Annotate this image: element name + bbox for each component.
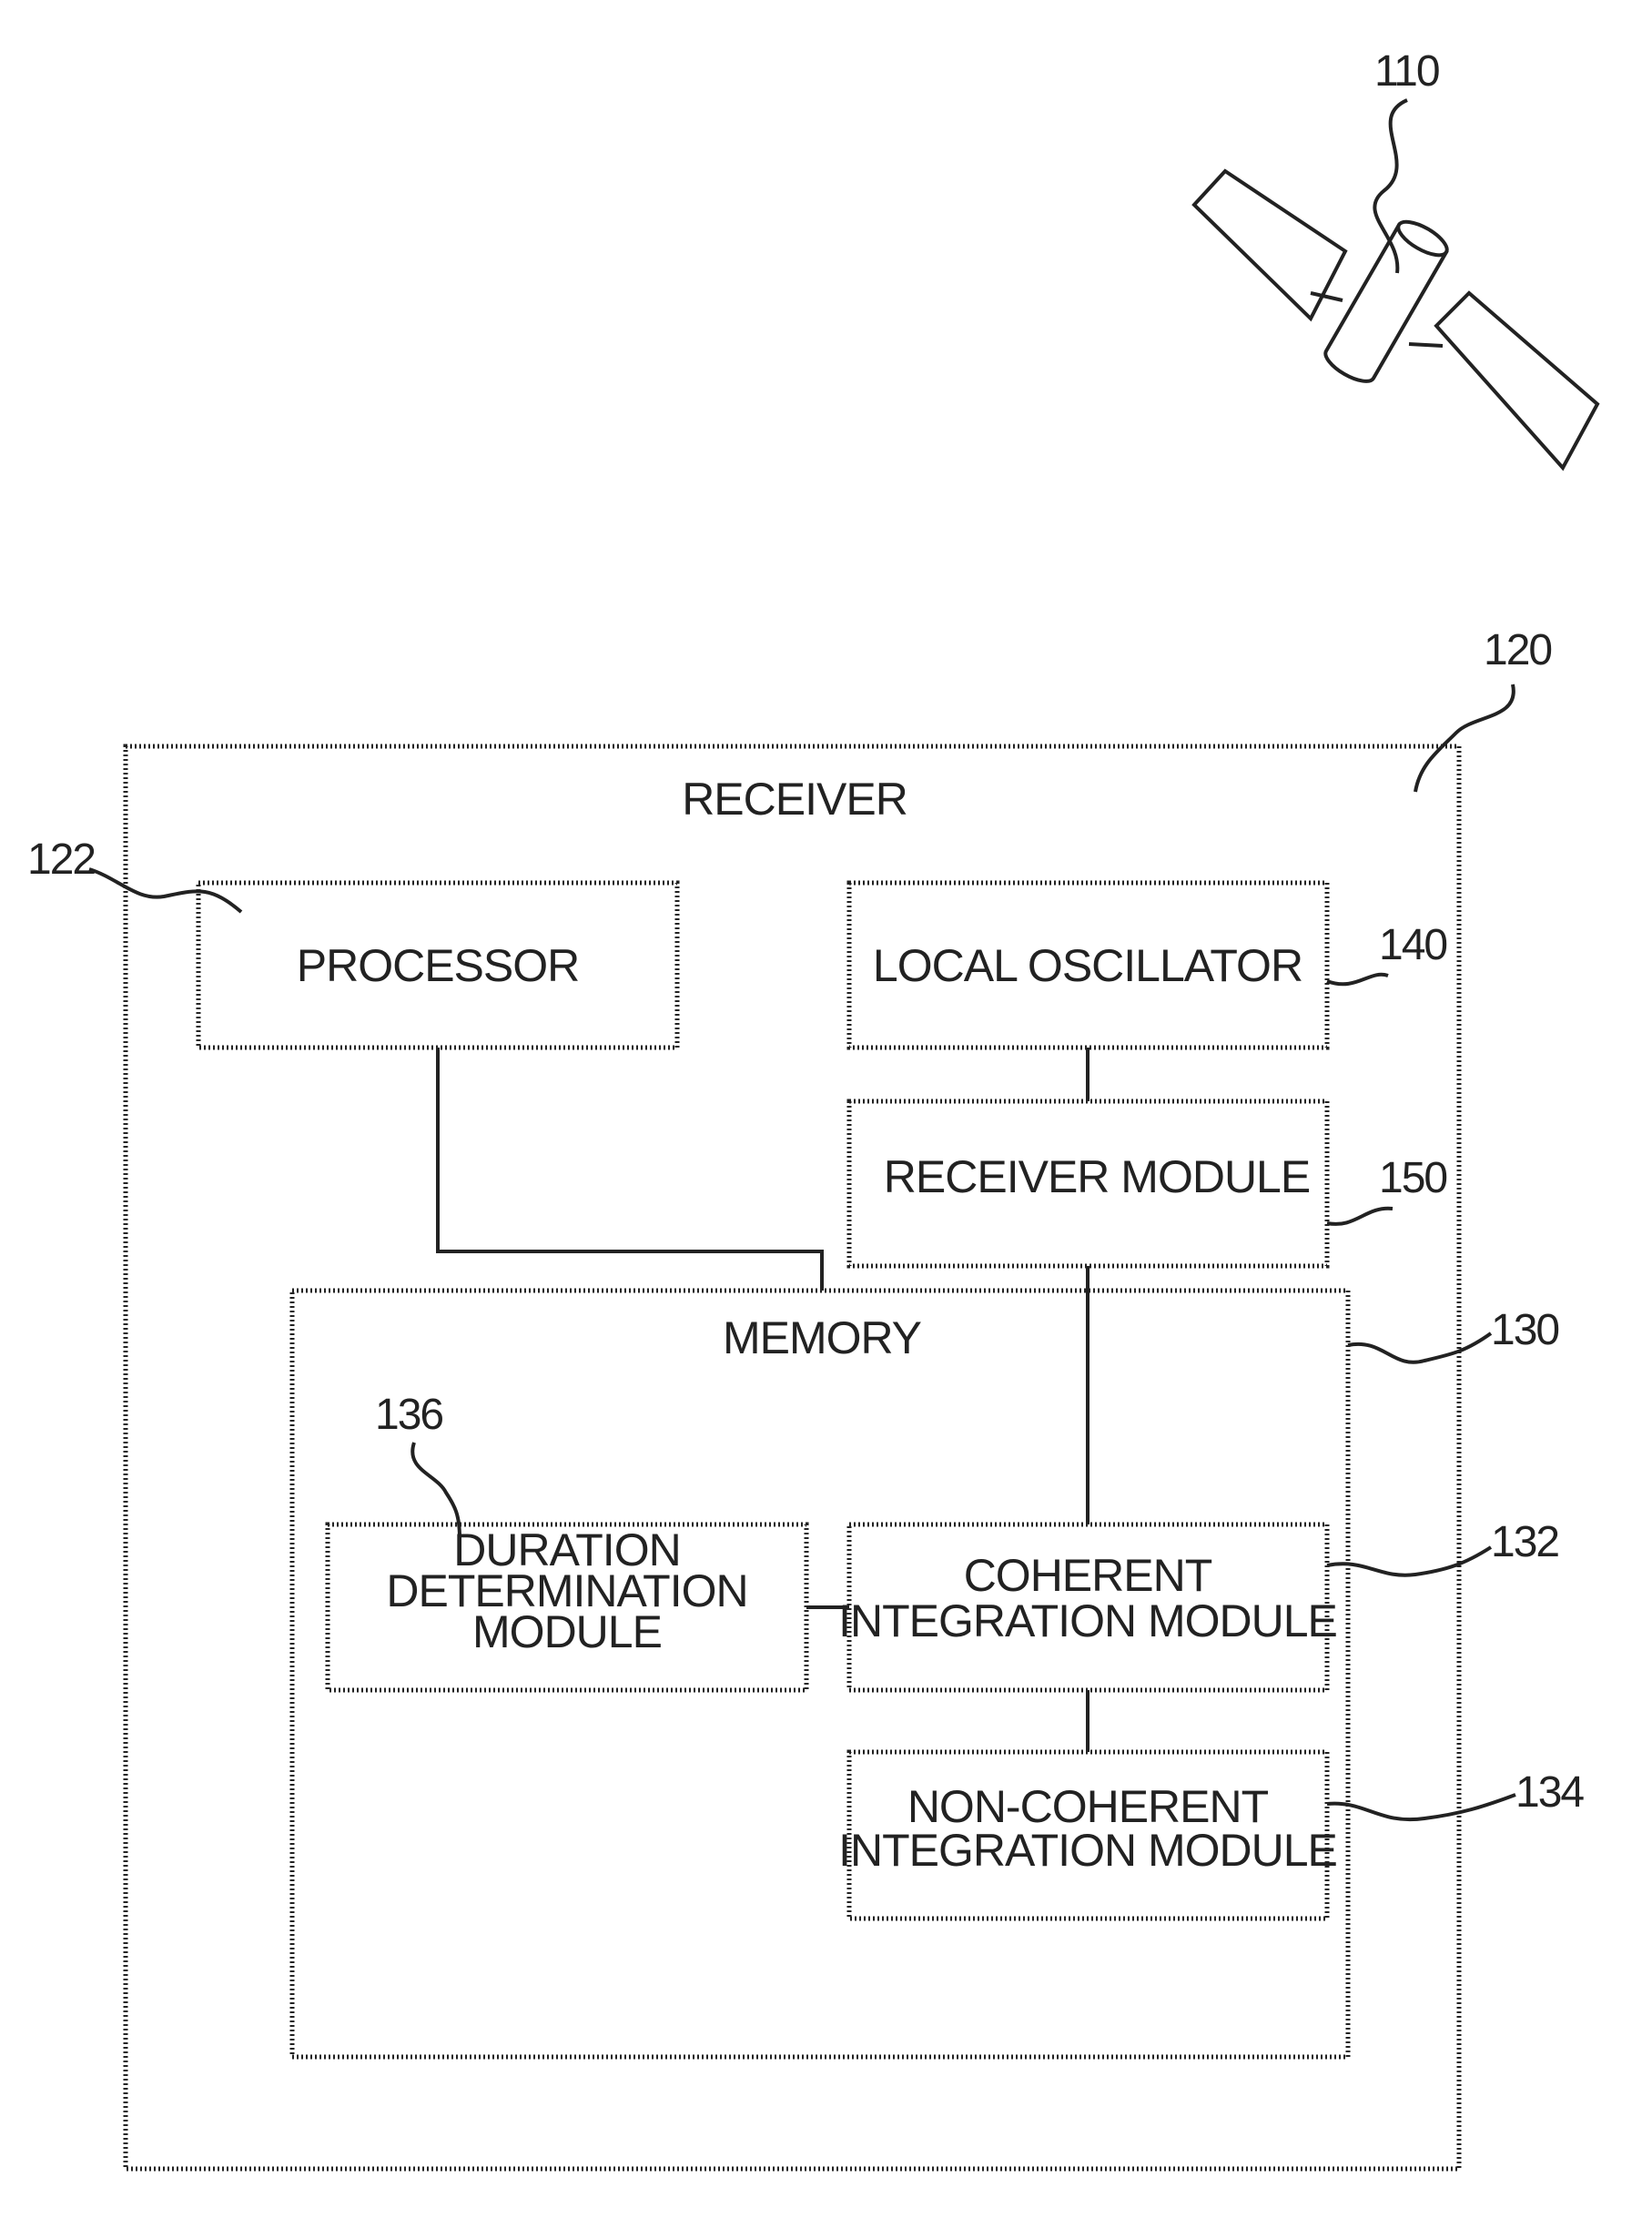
processor-label: PROCESSOR (297, 940, 580, 991)
duration-module-line-3: MODULE (472, 1606, 662, 1657)
right-solar-panel (1436, 293, 1597, 468)
ref-140: 140 (1379, 921, 1446, 969)
leader-120 (1415, 684, 1514, 792)
ref-110: 110 (1374, 47, 1439, 96)
ref-150: 150 (1379, 1154, 1446, 1202)
leader-122 (89, 869, 241, 912)
satellite-strut-right (1409, 344, 1443, 346)
leader-140 (1327, 975, 1388, 985)
receiver-title: RECEIVER (682, 774, 907, 825)
ref-136: 136 (375, 1391, 442, 1439)
leader-150 (1327, 1209, 1393, 1224)
local-oscillator-label: LOCAL OSCILLATOR (873, 940, 1302, 991)
ref-134: 134 (1515, 1768, 1584, 1817)
receiver-module-label: RECEIVER MODULE (884, 1151, 1310, 1202)
leader-132 (1327, 1547, 1491, 1575)
memory-title: MEMORY (723, 1312, 922, 1363)
ref-132: 132 (1491, 1518, 1558, 1566)
connector-processor-memory (438, 1048, 822, 1291)
ref-122: 122 (27, 835, 95, 884)
memory-box (292, 1291, 1348, 2057)
leader-130 (1348, 1333, 1491, 1362)
coherent-module-line-2: INTEGRATION MODULE (838, 1595, 1337, 1646)
satellite-icon (1194, 100, 1597, 468)
noncoherent-module-line-2: INTEGRATION MODULE (838, 1825, 1337, 1876)
leader-134 (1327, 1795, 1515, 1819)
ref-130: 130 (1491, 1306, 1558, 1354)
ref-120: 120 (1484, 626, 1551, 674)
coherent-module-line-1: COHERENT (964, 1550, 1212, 1601)
